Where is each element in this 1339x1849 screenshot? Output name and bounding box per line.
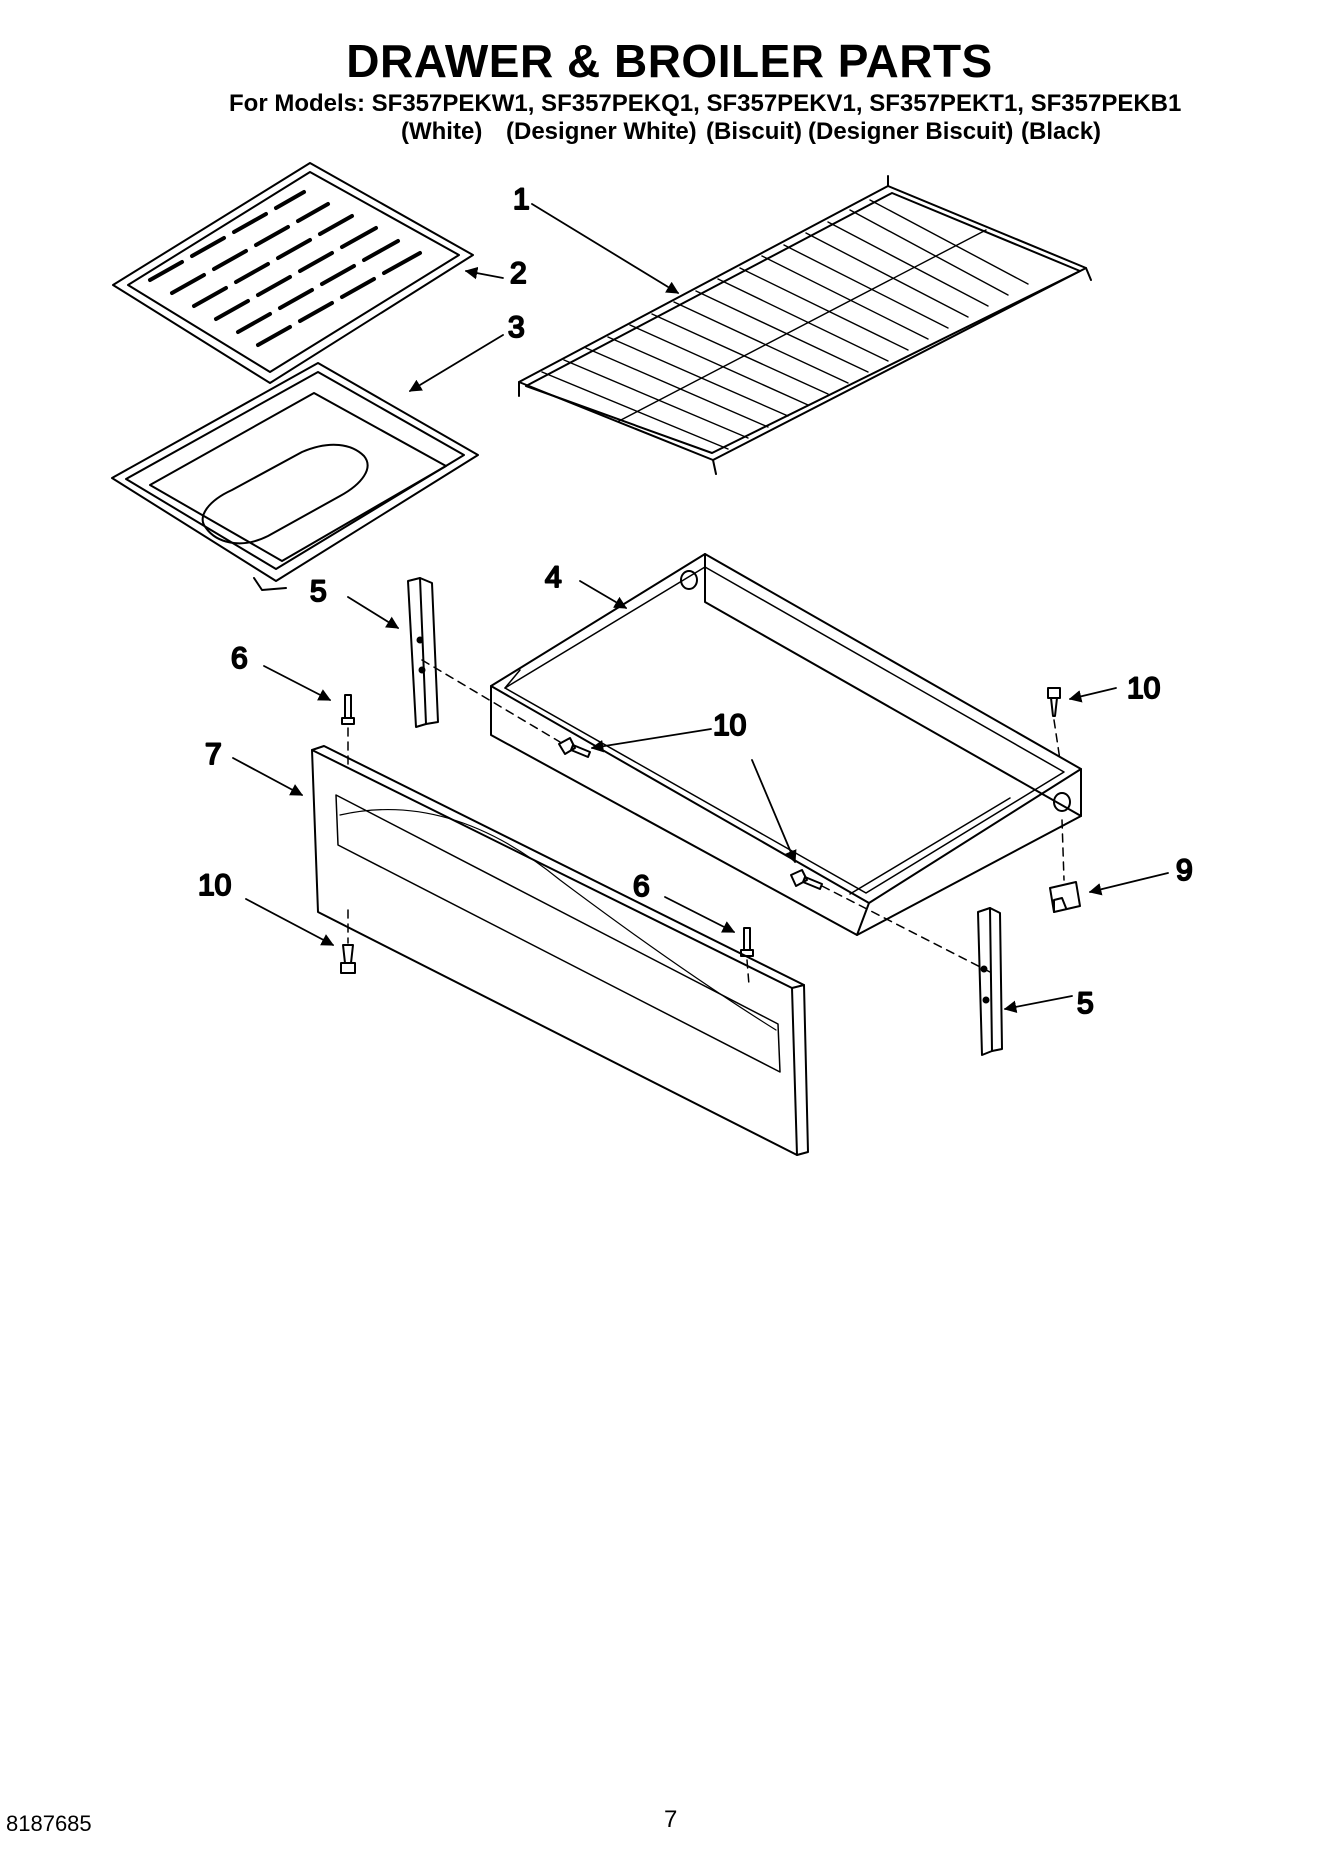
color-black: (Black) <box>1021 118 1102 145</box>
broiler-pan <box>111 362 479 591</box>
color-biscuit: (Biscuit) <box>706 118 802 145</box>
callout-5-bottom: 5 <box>1077 987 1094 1020</box>
screw-lower-center <box>790 869 823 890</box>
callout-6-right: 6 <box>633 870 650 903</box>
color-designer-white: (Designer White) <box>506 118 697 145</box>
color-designer-biscuit: (Designer Biscuit) <box>808 118 1014 145</box>
page-number: 7 <box>664 1806 678 1833</box>
color-white: (White) <box>401 118 483 145</box>
storage-drawer <box>490 553 1082 936</box>
models-line: For Models: SF357PEKW1, SF357PEKQ1, SF35… <box>229 90 1182 117</box>
callout-10-right: 10 <box>1127 672 1160 705</box>
callout-7: 7 <box>205 738 222 771</box>
screw-center <box>558 737 591 758</box>
document-number: 8187685 <box>6 1811 92 1836</box>
screw-top-right <box>1047 687 1061 717</box>
broiler-grid <box>112 162 474 384</box>
page-title: DRAWER & BROILER PARTS <box>346 35 993 87</box>
callout-9: 9 <box>1176 854 1193 887</box>
callout-1: 1 <box>513 183 530 216</box>
callout-2: 2 <box>510 257 527 290</box>
callout-6-left: 6 <box>231 642 248 675</box>
drawer-stop-clip <box>1049 881 1081 913</box>
screw-bottom-left <box>340 944 356 974</box>
callout-3: 3 <box>508 311 525 344</box>
callout-10-center: 10 <box>713 709 746 742</box>
drawer-slide-left <box>407 577 439 728</box>
alignment-lines <box>347 659 1065 986</box>
mounting-pin-left <box>341 694 355 725</box>
oven-rack <box>518 175 1092 475</box>
drawer-slide-right <box>977 907 1003 1056</box>
drawer-front-panel <box>311 745 809 1156</box>
mounting-pin-right <box>740 927 754 957</box>
callout-10-left: 10 <box>198 869 231 902</box>
leader-lines <box>232 203 1169 1014</box>
callout-5-top: 5 <box>310 575 327 608</box>
callout-4: 4 <box>545 561 562 594</box>
